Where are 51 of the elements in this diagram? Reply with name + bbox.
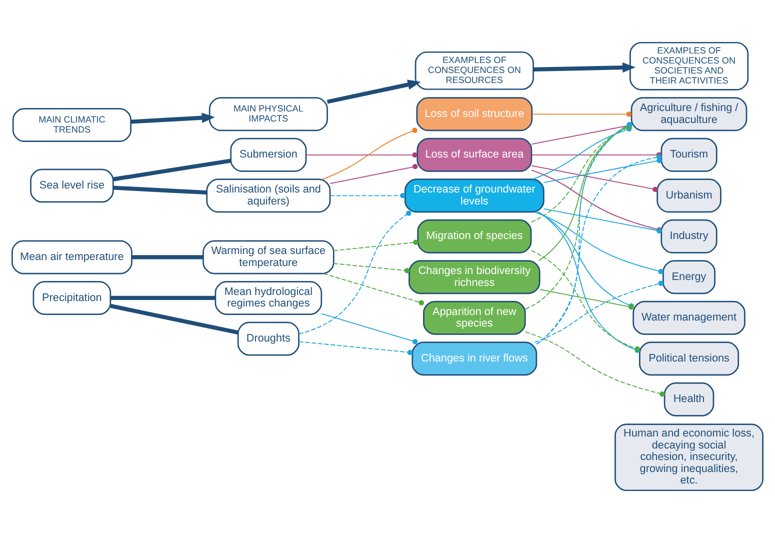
node-box: Sea level rise xyxy=(30,168,114,203)
node-box: Agriculture / fishing / aquaculture xyxy=(630,97,748,132)
node-box: Urbanism xyxy=(656,178,722,213)
connector xyxy=(532,112,632,117)
node-box: Tourism xyxy=(660,138,718,172)
connector xyxy=(330,164,418,184)
node-box: MAIN PHYSICAL IMPACTS xyxy=(208,97,328,132)
node-box: EXAMPLES OF CONSEQUENCES ON RESOURCES xyxy=(414,51,534,90)
connector xyxy=(110,296,216,300)
connector xyxy=(323,273,424,306)
node-box: Health xyxy=(664,382,714,416)
arrow xyxy=(326,80,421,104)
connector xyxy=(112,158,231,182)
connector xyxy=(333,263,410,274)
node-box: Human and economic loss, decaying social cohesion, insecurity, growing inequalities, etc. xyxy=(614,424,764,492)
connector xyxy=(113,186,207,195)
connector xyxy=(321,313,418,344)
node-box: EXAMPLES OF CONSEQUENCES ON SOCIETIES AND THEIR ACTIVITIES xyxy=(629,42,749,90)
node-box: Mean hydrological regimes changes xyxy=(214,280,322,315)
connector xyxy=(530,250,640,352)
arrow xyxy=(130,112,215,124)
connector xyxy=(525,331,665,397)
node-box: Industry xyxy=(660,219,718,254)
node-box: Decrease of groundwater levels xyxy=(404,178,544,213)
node-box: Warming of sea surface temperature xyxy=(202,240,334,274)
connector xyxy=(298,210,412,334)
connector xyxy=(322,128,418,180)
node-box: Water management xyxy=(632,300,746,335)
node-box: Precipitation xyxy=(32,280,112,315)
connector xyxy=(330,193,406,198)
node-box: Apparition of new species xyxy=(423,300,526,335)
node-box: Mean air temperature xyxy=(12,240,132,274)
arrow xyxy=(533,62,636,73)
node-box: Droughts xyxy=(237,322,300,356)
node-box: Loss of surface area xyxy=(416,138,532,172)
node-box: Loss of soil structure xyxy=(416,97,533,132)
node-box: Political tensions xyxy=(639,342,740,376)
node-box: Energy xyxy=(662,260,716,294)
connector xyxy=(132,255,204,260)
node-box: Changes in river flows xyxy=(412,342,538,376)
node-box: Changes in biodiversity richness xyxy=(408,260,540,294)
connector xyxy=(531,165,658,192)
connector xyxy=(298,341,413,356)
node-box: Salinisation (soils and aquifers) xyxy=(206,178,331,213)
node-box: Submersion xyxy=(230,138,307,172)
connector xyxy=(333,240,418,252)
connector xyxy=(110,304,238,334)
node-box: Migration of species xyxy=(417,219,532,254)
connector xyxy=(306,152,418,158)
connector xyxy=(534,280,664,343)
node-box: MAIN CLIMATIC TRENDS xyxy=(12,108,132,142)
